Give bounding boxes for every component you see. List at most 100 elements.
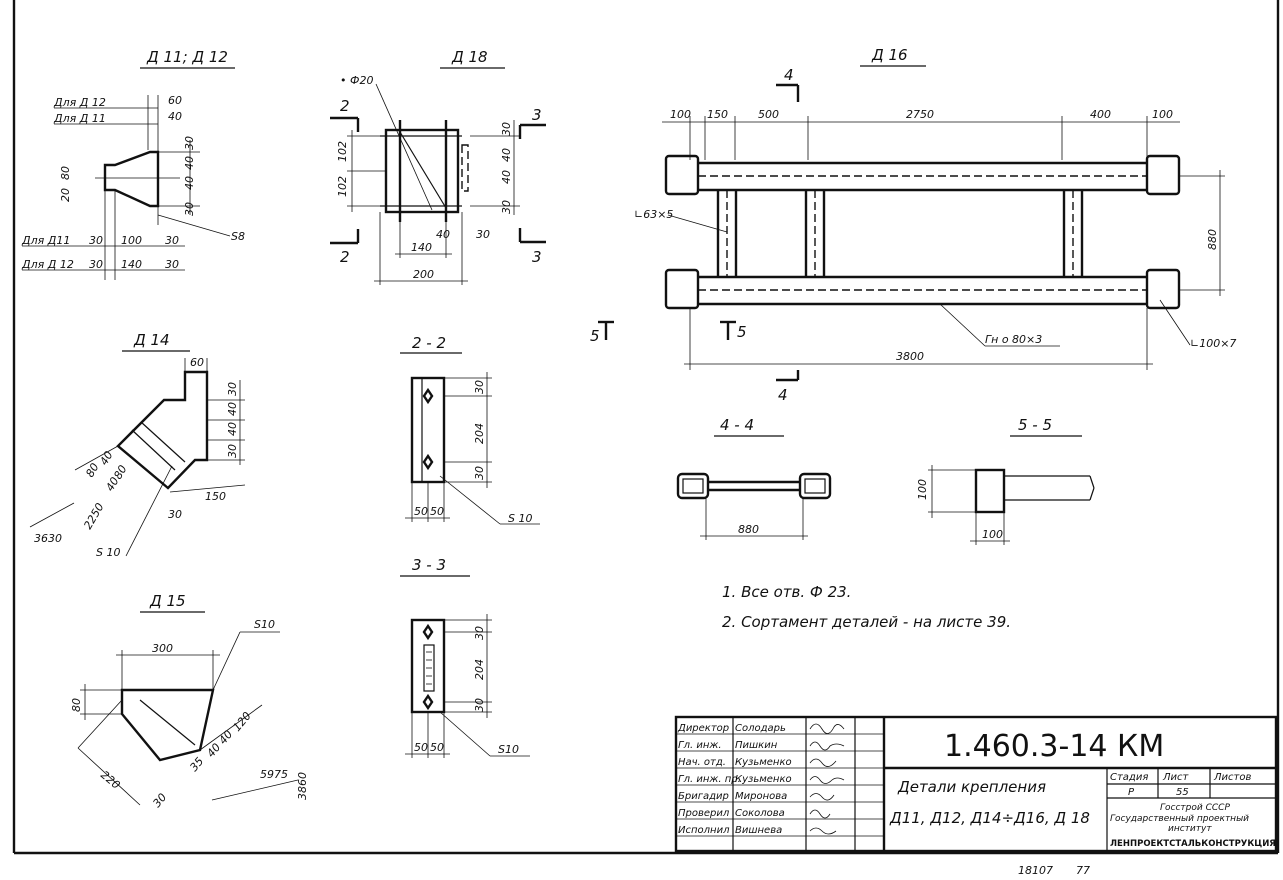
svg-text:30: 30 (226, 444, 239, 458)
svg-text:Вишнева: Вишнева (735, 825, 782, 836)
svg-text:5: 5 (737, 323, 747, 341)
svg-text:30: 30 (476, 228, 490, 241)
svg-text:Проверил: Проверил (678, 808, 730, 819)
svg-text:500: 500 (758, 108, 779, 121)
svg-text:220: 220 (98, 768, 122, 791)
svg-text:204: 204 (473, 423, 486, 444)
svg-text:30: 30 (500, 122, 513, 136)
svg-text:3: 3 (532, 106, 542, 124)
svg-text:Гл. инж. пр.: Гл. инж. пр. (678, 774, 741, 785)
svg-text:2750: 2750 (906, 108, 934, 121)
svg-text:102: 102 (336, 176, 349, 197)
svg-text:институт: институт (1168, 824, 1212, 834)
svg-text:2250: 2250 (81, 501, 106, 532)
svg-text:80: 80 (70, 698, 83, 712)
svg-text:50: 50 (430, 741, 444, 754)
svg-text:Листов: Листов (1213, 772, 1251, 783)
svg-text:Государственный проектный: Государственный проектный (1110, 814, 1249, 824)
svg-text:3: 3 (532, 248, 542, 266)
svg-text:∟100×7: ∟100×7 (1190, 337, 1236, 350)
svg-text:100: 100 (121, 234, 142, 247)
svg-text:S 10: S 10 (96, 546, 120, 559)
svg-text:2: 2 (340, 97, 350, 115)
svg-text:100: 100 (982, 528, 1003, 541)
svg-text:Р: Р (1128, 787, 1135, 798)
svg-text:30: 30 (165, 234, 179, 247)
svg-text:Госстрой СССР: Госстрой СССР (1160, 803, 1230, 813)
svg-text:Для Д11: Для Д11 (21, 234, 70, 247)
svg-text:Кузьменко: Кузьменко (735, 757, 792, 768)
title-block: Директор Гл. инж. Нач. отд. Гл. инж. пр.… (674, 715, 1278, 853)
archive-number: 18107 (1018, 864, 1053, 877)
svg-text:Солодарь: Солодарь (735, 723, 786, 734)
detail-d11-d12: Д 11; Д 12 Для Д 12 Для Д 11 60 40 30 40… (21, 48, 245, 280)
drawing-title-2: Д11, Д12, Д14÷Д16, Д 18 (889, 809, 1090, 827)
detail-d15: Д 15 S10 300 80 220 30 35 40 40 120 5975… (70, 592, 309, 810)
title-d14: Д 14 (133, 331, 170, 349)
title-section-5-5: 5 - 5 (1018, 416, 1052, 434)
svg-text:30: 30 (165, 258, 179, 271)
drawing-title-1: Детали крепления (897, 778, 1046, 796)
svg-text:4: 4 (778, 386, 788, 404)
svg-text:2: 2 (340, 248, 350, 266)
svg-text:4: 4 (784, 66, 794, 84)
svg-text:204: 204 (473, 659, 486, 680)
svg-text:20: 20 (59, 188, 72, 202)
section-5-5: 5 - 5 100 100 (916, 416, 1095, 545)
detail-d18: Д 18 • Ф20 2 2 3 3 102 102 30 40 40 (330, 48, 546, 285)
svg-text:40: 40 (97, 449, 115, 468)
svg-text:Директор: Директор (677, 723, 729, 734)
svg-text:30: 30 (226, 382, 239, 396)
svg-text:40: 40 (183, 156, 196, 170)
title-d16: Д 16 (871, 46, 908, 64)
svg-text:880: 880 (738, 523, 759, 536)
svg-text:40: 40 (226, 422, 239, 436)
svg-text:30: 30 (473, 380, 486, 394)
section-3-3: 3 - 3 30 204 30 50 50 S10 (400, 556, 530, 758)
svg-text:200: 200 (413, 268, 434, 281)
detail-d16: Д 16 4 100 150 500 2750 400 100 (590, 46, 1236, 404)
svg-text:300: 300 (152, 642, 173, 655)
svg-text:Нач. отд.: Нач. отд. (678, 757, 726, 768)
section-4-4: 4 - 4 880 (676, 416, 832, 540)
svg-text:40: 40 (183, 176, 196, 190)
svg-text:Гн о 80×3: Гн о 80×3 (985, 333, 1042, 346)
svg-text:Для Д 11: Для Д 11 (53, 112, 106, 125)
title-d15: Д 15 (149, 592, 186, 610)
svg-text:80: 80 (111, 463, 129, 482)
title-section-2-2: 2 - 2 (412, 334, 446, 352)
svg-text:Гл. инж.: Гл. инж. (678, 740, 722, 751)
svg-text:40: 40 (168, 110, 182, 123)
svg-text:400: 400 (1090, 108, 1111, 121)
title-section-3-3: 3 - 3 (412, 556, 446, 574)
svg-text:S10: S10 (254, 618, 275, 631)
svg-text:Кузьменко: Кузьменко (735, 774, 792, 785)
svg-text:5975: 5975 (260, 768, 288, 781)
svg-text:S8: S8 (231, 230, 245, 243)
svg-text:35: 35 (187, 755, 206, 774)
svg-text:30: 30 (150, 791, 169, 810)
svg-text:Миронова: Миронова (735, 791, 787, 802)
svg-text:30: 30 (500, 200, 513, 214)
svg-text:30: 30 (473, 626, 486, 640)
title-d18: Д 18 (451, 48, 488, 66)
svg-text:150: 150 (707, 108, 728, 121)
svg-text:50: 50 (414, 741, 428, 754)
detail-d14: Д 14 60 30 40 40 30 150 30 80 40 40 80 2… (29, 331, 246, 559)
notes: 1. Все отв. Ф 23. 2. Сортамент деталей -… (722, 583, 1011, 631)
drawing-code: 1.460.3-14 КМ (944, 729, 1164, 764)
svg-text:30: 30 (89, 258, 103, 271)
title-section-4-4: 4 - 4 (720, 416, 754, 434)
svg-text:3800: 3800 (896, 350, 924, 363)
svg-text:102: 102 (336, 141, 349, 162)
svg-text:S 10: S 10 (508, 512, 532, 525)
svg-text:40: 40 (436, 228, 450, 241)
svg-text:100: 100 (916, 479, 929, 500)
svg-text:Бригадир: Бригадир (678, 791, 729, 802)
svg-text:30: 30 (168, 508, 182, 521)
svg-text:60: 60 (190, 356, 204, 369)
svg-text:880: 880 (1206, 229, 1219, 250)
svg-text:3860: 3860 (296, 772, 309, 800)
svg-text:S10: S10 (498, 743, 519, 756)
svg-text:55: 55 (1176, 787, 1189, 798)
